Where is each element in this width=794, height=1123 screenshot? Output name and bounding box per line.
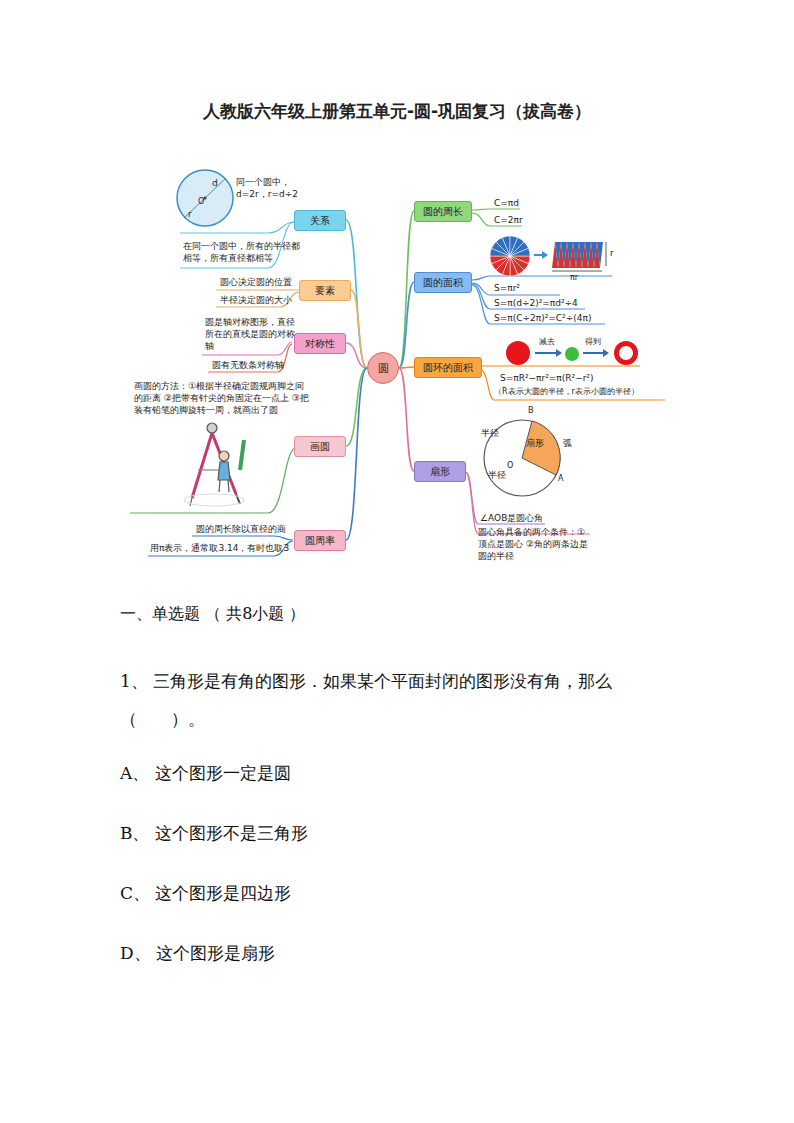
branch-connector bbox=[399, 367, 414, 368]
note-text: πr bbox=[570, 273, 578, 284]
center-node: 圆 bbox=[367, 352, 399, 384]
question-text: B、 这个图形不是三角形 bbox=[120, 822, 308, 845]
node-text: 关系 bbox=[310, 215, 330, 226]
note-text: 圆有无数条对称轴 bbox=[212, 359, 284, 371]
note-text: ∠AOB是圆心角 bbox=[480, 512, 543, 524]
note-text: S=π(d÷2)²=πd²÷4 bbox=[494, 297, 578, 309]
note-text: 半径 bbox=[481, 427, 499, 439]
question-text: A、 这个图形一定是圆 bbox=[120, 762, 291, 785]
arrow-line bbox=[534, 254, 542, 256]
note-text: O bbox=[198, 197, 204, 208]
node-text: 圆的面积 bbox=[423, 277, 463, 288]
note-text: S=πr² bbox=[494, 282, 520, 294]
compass-figure bbox=[184, 423, 244, 506]
node-text: 扇形 bbox=[430, 466, 450, 477]
note-text: 半径 bbox=[488, 469, 506, 481]
question-text: 一、单选题 （ 共8小题 ） bbox=[120, 603, 305, 625]
branch-box: 对称性 bbox=[294, 333, 346, 354]
note-text: r bbox=[610, 247, 614, 259]
leaf-lines bbox=[466, 209, 665, 534]
note-text: r bbox=[188, 208, 192, 220]
note-text: C=2πr bbox=[494, 214, 523, 226]
wedge-circle bbox=[490, 236, 530, 276]
arrow-head bbox=[542, 251, 548, 259]
node-text: 画圆 bbox=[310, 441, 330, 452]
wedge-strip bbox=[552, 242, 603, 268]
branch-box: 圆的面积 bbox=[414, 272, 472, 293]
branch-box: 圆周率 bbox=[294, 530, 346, 551]
note-text: 半径决定圆的大小 bbox=[220, 294, 292, 306]
branch-connector bbox=[346, 368, 367, 446]
page-title: 人教版六年级上册第五单元-圆-巩固复习（拔高卷） bbox=[0, 100, 794, 123]
wedge bbox=[510, 256, 518, 276]
dimension-line bbox=[606, 242, 607, 266]
arrow-line bbox=[583, 352, 604, 354]
question-text: 1、 三角形是有角的图形．如果某个平面封闭的图形没有角，那么（ ）。 bbox=[120, 662, 690, 738]
note-text: 圆心角具备的两个条件：①顶点是圆心 ②角的两条边是圆的半径 bbox=[478, 526, 590, 562]
note-text: 圆心决定圆的位置 bbox=[220, 276, 292, 288]
note-text: 弧 bbox=[563, 437, 572, 449]
wedge bbox=[490, 256, 510, 264]
node-text: 圆周率 bbox=[305, 535, 335, 546]
circle-figure bbox=[177, 170, 233, 226]
note-text: d bbox=[212, 177, 218, 189]
note-text: C=πd bbox=[494, 197, 519, 209]
note-text: 减去 bbox=[539, 337, 555, 348]
branch-connector bbox=[399, 368, 414, 471]
arrow-line bbox=[535, 352, 557, 354]
node-text: 要素 bbox=[315, 285, 335, 296]
branch-box: 圆环的面积 bbox=[414, 357, 482, 378]
note-text: 圆的周长除以直径的商 bbox=[196, 523, 286, 535]
note-text: B bbox=[528, 406, 534, 417]
question-text: D、 这个图形是扇形 bbox=[120, 942, 275, 965]
node-text: 对称性 bbox=[305, 338, 335, 349]
arrow-head bbox=[603, 349, 609, 357]
node-text: 圆环的面积 bbox=[423, 362, 473, 373]
note-text: A bbox=[558, 474, 563, 485]
branch-connector bbox=[399, 282, 414, 368]
branch-box: 画圆 bbox=[294, 436, 346, 457]
branch-connector bbox=[399, 211, 414, 368]
branch-connector bbox=[346, 343, 367, 368]
sector bbox=[522, 421, 560, 475]
arrow-head bbox=[556, 349, 562, 357]
branch-box: 要素 bbox=[299, 280, 351, 301]
branch-box: 扇形 bbox=[414, 461, 466, 482]
wedge bbox=[597, 242, 603, 268]
note-text: O bbox=[507, 461, 513, 472]
dimension-line bbox=[552, 271, 602, 272]
note-text: 扇形 bbox=[526, 437, 544, 449]
wedge bbox=[502, 236, 510, 256]
branch-connector bbox=[346, 368, 367, 540]
big-circle bbox=[506, 341, 530, 365]
branch-connector bbox=[351, 290, 367, 368]
note-text: 圆是轴对称图形，直径所在的直线是圆的对称轴 bbox=[205, 316, 297, 352]
node-text: 圆的周长 bbox=[423, 206, 463, 217]
branch-box: 关系 bbox=[294, 210, 346, 231]
note-text: 用π表示，通常取3.14，有时也取3 bbox=[150, 542, 289, 554]
question-text: C、 这个图形是四边形 bbox=[120, 882, 291, 905]
small-circle bbox=[565, 347, 579, 361]
note-text: （R表示大圆的半径，r表示小圆的半径） bbox=[494, 387, 639, 398]
node-text: 圆 bbox=[378, 362, 389, 375]
ring bbox=[617, 344, 636, 363]
branch-box: 圆的周长 bbox=[414, 201, 472, 222]
note-text: 在同一个圆中，所有的半径都相等，所有直径都相等 bbox=[183, 240, 301, 264]
note-text: 同一个圆中，d=2r，r=d÷2 bbox=[236, 176, 306, 200]
note-text: 画圆的方法：①根据半径确定圆规两脚之间的距离 ②把带有针尖的角固定在一点上 ③把… bbox=[134, 380, 312, 416]
note-text: S=πR²−πr²=π(R²−r²) bbox=[500, 372, 594, 384]
note-text: S=π(C÷2π)²=C²÷(4π) bbox=[494, 312, 591, 324]
wedge bbox=[510, 248, 530, 256]
note-text: 得到 bbox=[585, 337, 601, 348]
